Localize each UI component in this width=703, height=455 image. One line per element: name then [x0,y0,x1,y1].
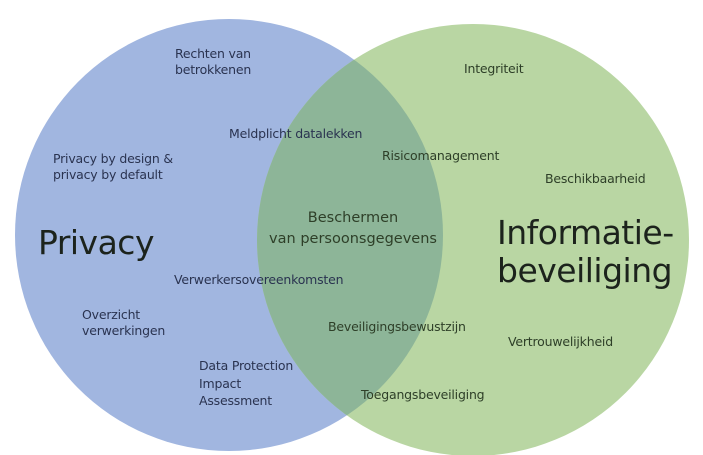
item-risicomanagement: Risicomanagement [382,148,500,163]
privacy-item-dpia: Data Protection Impact Assessment [199,357,293,410]
item-beveiligingsbewustzijn: Beveiligingsbewustzijn [328,319,466,334]
privacy-item-overzicht: Overzicht verwerkingen [82,307,165,338]
item-line: betrokkenen [175,61,252,77]
security-title: Informatie- beveiliging [497,214,674,290]
item-line: Impact [199,375,242,391]
item-line: Privacy by design & [53,151,173,166]
title-line: Informatie- [497,213,674,252]
item-line: Assessment [199,393,272,408]
item-line: privacy by default [53,166,163,182]
privacy-item-by-design: Privacy by design & privacy by default [53,151,173,182]
item-line: Data Protection [199,358,294,373]
item-verwerkersovereenkomsten: Verwerkersovereenkomsten [174,272,344,287]
overlap-region [257,24,443,451]
overlap-line: van persoonsgegevens [269,231,437,248]
item-meldplicht-datalekken: Meldplicht datalekken [229,126,363,141]
overlap-center-label: Beschermen van persoonsgegevens [258,208,448,250]
privacy-item-rechten: Rechten van betrokkenen [175,46,251,77]
item-line: verwerkingen [82,322,166,338]
overlap-line: Beschermen [307,210,399,226]
security-item-vertrouwelijkheid: Vertrouwelijkheid [508,334,613,349]
title-line: beveiliging [497,250,673,290]
item-line: Overzicht [82,307,140,322]
item-line: Rechten van [175,46,251,61]
item-toegangsbeveiliging: Toegangsbeveiliging [361,387,485,402]
privacy-title: Privacy [38,223,154,262]
security-item-integriteit: Integriteit [464,61,524,76]
security-item-beschikbaarheid: Beschikbaarheid [545,171,646,186]
